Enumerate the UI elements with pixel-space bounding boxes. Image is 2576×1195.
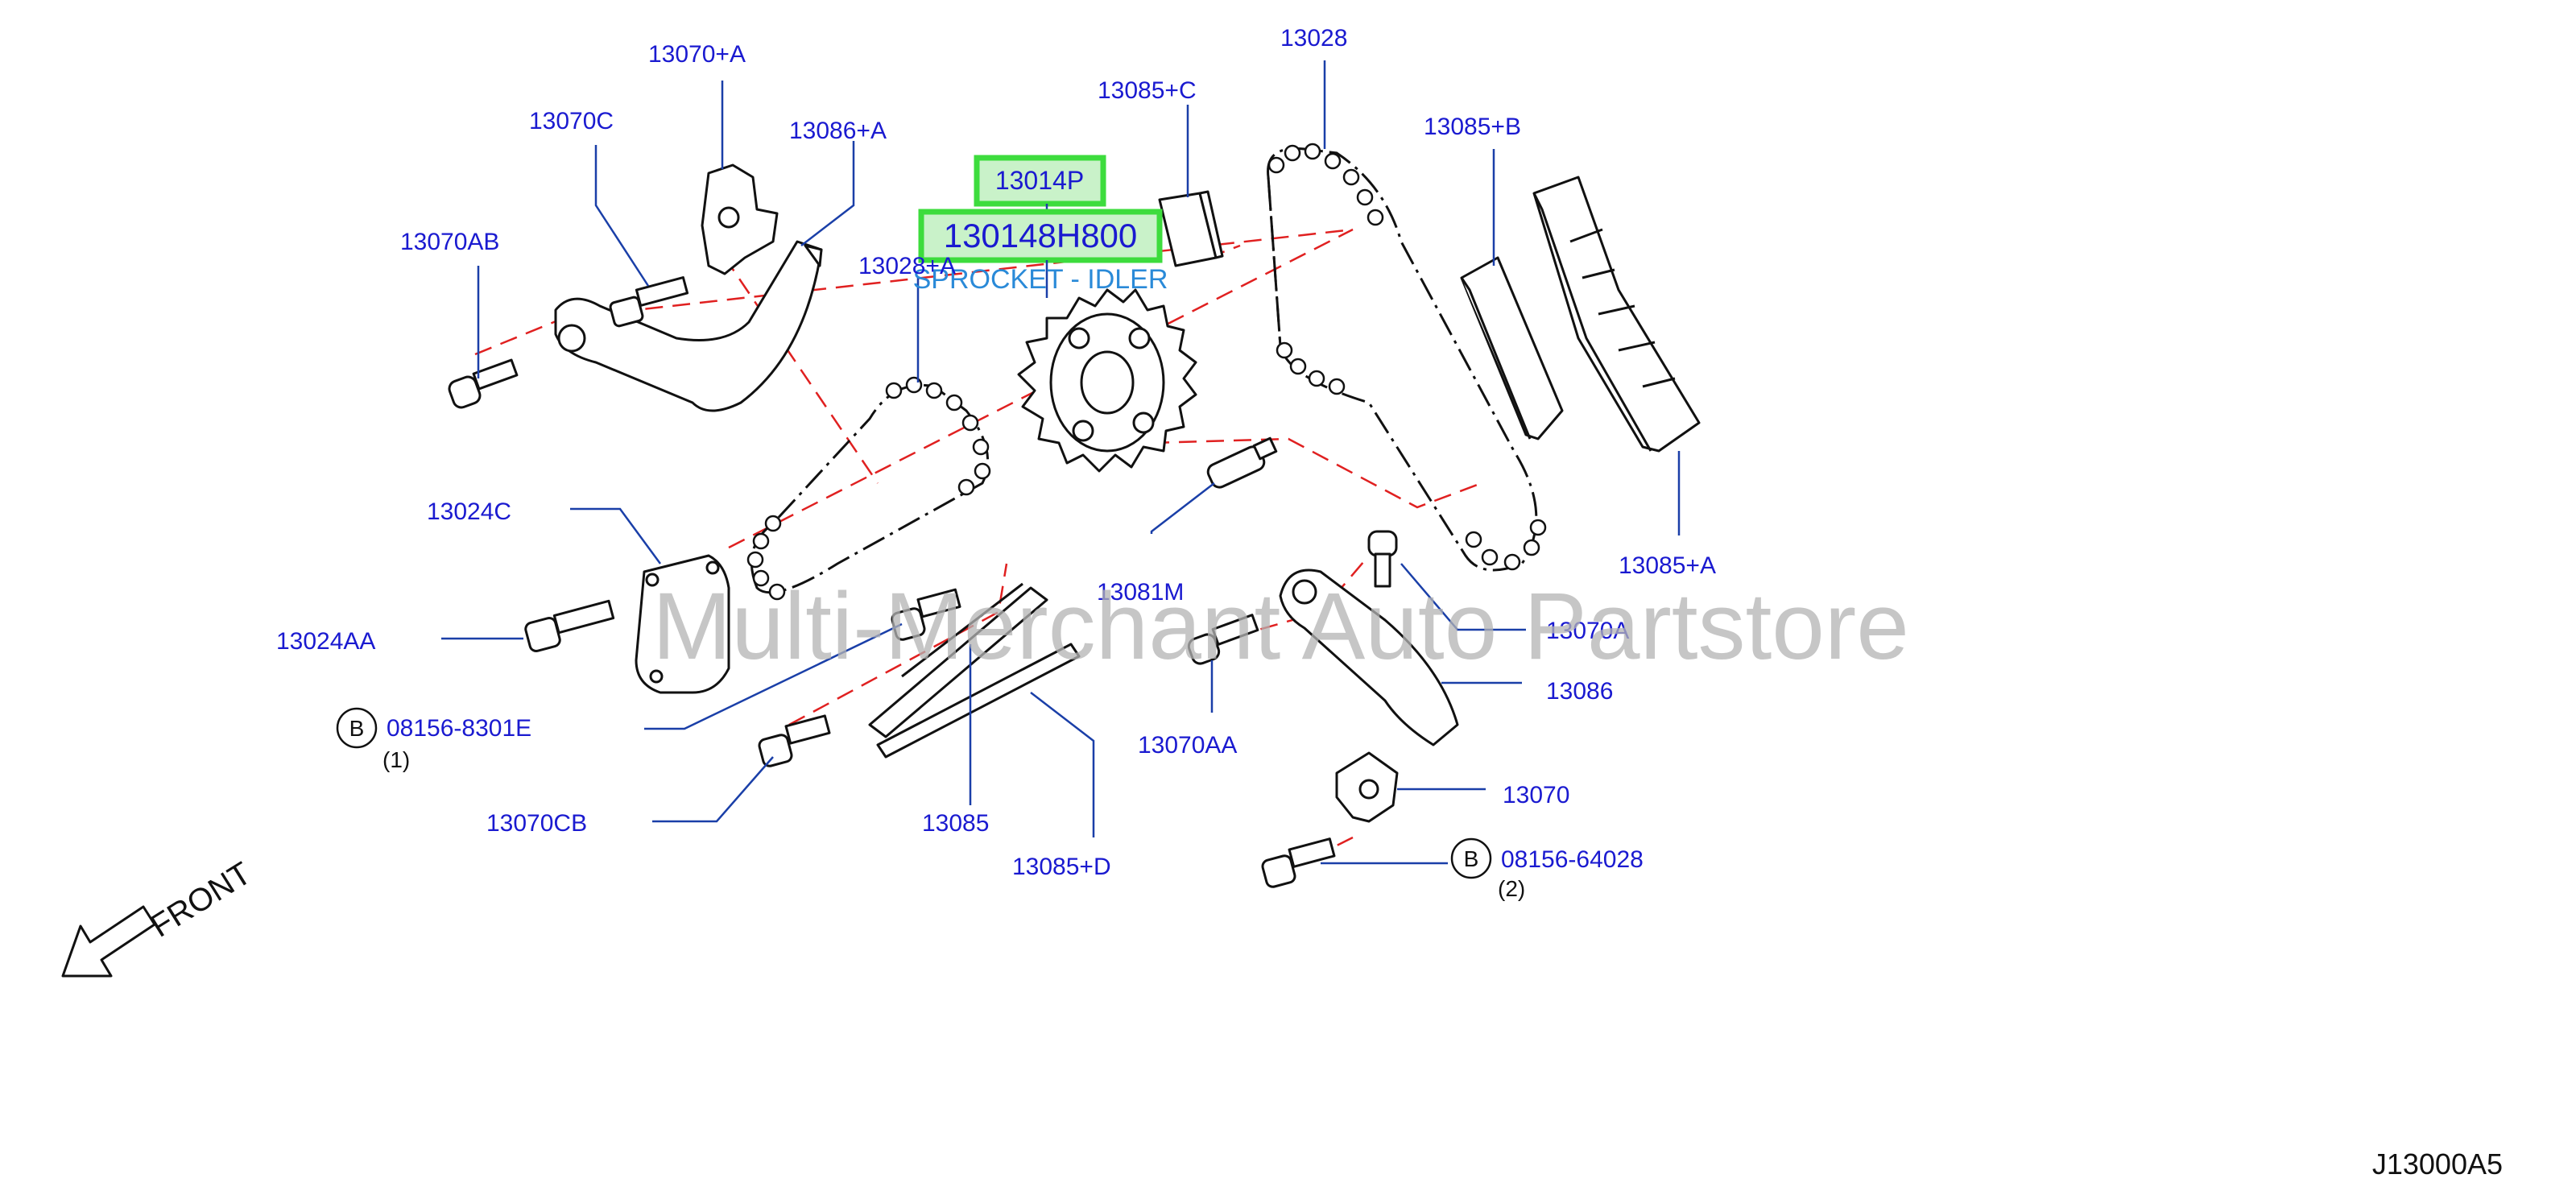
tension-arm-upper bbox=[554, 240, 823, 412]
bolt-13070aa bbox=[1187, 614, 1259, 665]
callout-13085[interactable]: 13085 bbox=[922, 810, 989, 837]
chain-links-small bbox=[746, 376, 991, 601]
callout-13085-plus-b[interactable]: 13085+B bbox=[1424, 114, 1521, 140]
callout-13070-a-plus[interactable]: 13070+A bbox=[648, 41, 746, 68]
watermark: Multi-Merchant Auto Partstore bbox=[652, 573, 1909, 680]
callout-13070c[interactable]: 13070C bbox=[529, 108, 614, 134]
timing-chain-large bbox=[1267, 143, 1547, 572]
callout-13070cb[interactable]: 13070CB bbox=[486, 810, 587, 837]
callout-13085-plus-d[interactable]: 13085+D bbox=[1012, 854, 1111, 880]
bolt-08156-64028 bbox=[1261, 837, 1336, 888]
chain-guide-13085 bbox=[868, 582, 1048, 738]
bolt-13024aa bbox=[524, 599, 615, 653]
callout-13028-plus-a[interactable]: 13028+A bbox=[858, 253, 956, 279]
chain-guide-13085a bbox=[1532, 176, 1701, 453]
bolt-marker-circle bbox=[1450, 837, 1492, 879]
callout-08156-64028[interactable]: 08156-64028 bbox=[1501, 846, 1644, 873]
bolt-callout-2: B 08156-64028 (2) bbox=[1450, 837, 1644, 901]
bolt-marker: B bbox=[349, 716, 365, 741]
bolt-marker: B bbox=[1464, 846, 1479, 871]
front-arrow-icon bbox=[61, 905, 156, 978]
diagram-code: J13000A5 bbox=[2372, 1147, 2503, 1181]
tensioner-plunger bbox=[1206, 436, 1278, 489]
callout-13028[interactable]: 13028 bbox=[1280, 25, 1347, 52]
bolt-13070ab bbox=[448, 358, 519, 409]
callout-13070a[interactable]: 13070A bbox=[1546, 618, 1629, 644]
callout-13070ab[interactable]: 13070AB bbox=[400, 229, 499, 255]
callout-13086-plus-a[interactable]: 13086+A bbox=[789, 118, 887, 144]
chain-links-large bbox=[1267, 143, 1547, 571]
bolt-qty: (2) bbox=[1498, 876, 1525, 901]
highlight-ref[interactable]: 13014P bbox=[995, 166, 1084, 195]
chain-tensioner-lower bbox=[1335, 751, 1399, 823]
callout-13086[interactable]: 13086 bbox=[1546, 678, 1613, 705]
tension-arm-lower bbox=[1279, 569, 1459, 746]
bolt-callout-1: B 08156-8301E (1) bbox=[336, 707, 531, 772]
chain-tensioner-upper bbox=[701, 163, 779, 275]
highlight-description: SPROCKET - IDLER bbox=[913, 264, 1168, 295]
chain-guide-13085b bbox=[1460, 256, 1564, 440]
front-indicator: FRONT bbox=[61, 855, 258, 978]
callout-labels: 13070+A 13070C 13086+A 13070AB 13028+A 1… bbox=[276, 25, 1716, 880]
highlight-part-number[interactable]: 130148H800 bbox=[944, 217, 1138, 254]
highlight-group: 13014P 130148H800 SPROCKET - IDLER bbox=[913, 155, 1168, 298]
bolt-qty: (1) bbox=[382, 747, 410, 772]
timing-chain-small bbox=[746, 376, 991, 601]
front-label: FRONT bbox=[144, 855, 257, 944]
bolt-13070c bbox=[609, 276, 689, 328]
callout-13024c[interactable]: 13024C bbox=[427, 498, 511, 525]
callout-08156-8301e[interactable]: 08156-8301E bbox=[387, 715, 531, 742]
callout-13085-plus-c[interactable]: 13085+C bbox=[1098, 77, 1197, 104]
highlight-ref-box bbox=[974, 155, 1106, 207]
callout-13081m[interactable]: 13081M bbox=[1097, 579, 1184, 606]
gasket-13024c bbox=[635, 554, 730, 694]
bolt-13070cb bbox=[758, 714, 831, 767]
chain-guide-13085d bbox=[876, 643, 1081, 759]
bolt-13070a bbox=[1367, 530, 1398, 588]
callout-13085-plus-a[interactable]: 13085+A bbox=[1619, 552, 1716, 579]
chain-guide-13085c bbox=[1158, 190, 1224, 267]
callout-13070aa[interactable]: 13070AA bbox=[1138, 732, 1237, 759]
leader-lines bbox=[441, 60, 1681, 865]
callout-13024aa[interactable]: 13024AA bbox=[276, 628, 375, 655]
idler-sprocket bbox=[1017, 288, 1197, 473]
callout-13070[interactable]: 13070 bbox=[1503, 782, 1569, 808]
highlight-part-number-box bbox=[918, 209, 1163, 263]
bolt-marker-circle bbox=[336, 707, 378, 749]
